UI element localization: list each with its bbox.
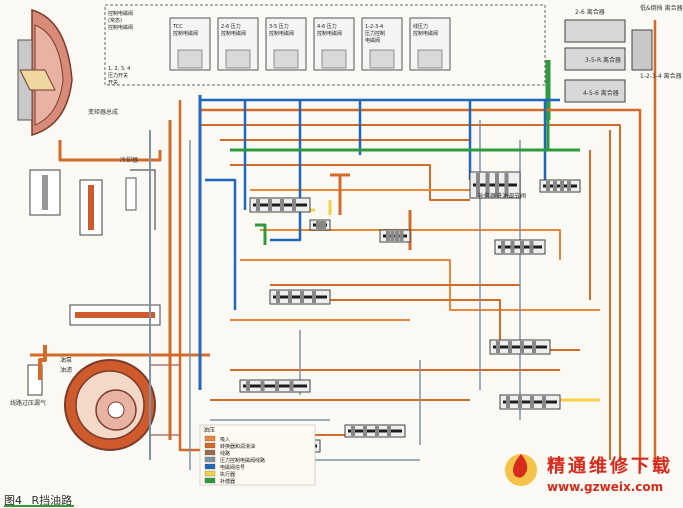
valve-body [489, 339, 551, 355]
legend-item: 线路 [204, 449, 230, 457]
valve-body [494, 239, 546, 255]
watermark: 精通维修下载 www.gzweix.com [505, 452, 673, 494]
valve-body [344, 424, 406, 438]
box-header-label: 开关 [108, 79, 118, 86]
legend-item-label: 电磁阀信号 [220, 464, 245, 471]
legend-item-label: 执行器 [220, 471, 235, 478]
label-clutch-456: 4-5-6 离合器 [583, 89, 619, 97]
converter-line [178, 100, 200, 452]
label-clutch-26: 2-6 离合器 [575, 8, 605, 16]
solenoid-label: 控制电磁阀 [413, 30, 438, 37]
cooler [125, 169, 156, 230]
box-header-label: (常态) [108, 17, 122, 24]
box-header-label: 控制电磁阀 [108, 10, 133, 17]
solenoid-label: 2-6 压力 [221, 23, 241, 30]
solenoid-label: 4-6 压力 [317, 23, 337, 30]
converter-line [38, 345, 47, 380]
feed-line [255, 223, 267, 245]
legend-item: 补偿器 [204, 477, 235, 485]
figure-title: R挡油路 [31, 494, 73, 507]
label-filter: 油滤 [60, 366, 72, 374]
valve-body [309, 219, 331, 231]
solenoid-label: 控制电磁阀 [221, 30, 246, 37]
caption-underline [4, 505, 74, 507]
legend-item-label: 补偿器 [220, 478, 235, 485]
solenoid-3: 3-5 压力控制电磁阀 [265, 17, 307, 71]
control-line [205, 178, 237, 310]
converter-line [200, 124, 621, 460]
label-line-pressure: 线路过压漏气 [10, 399, 46, 407]
valve-body [539, 179, 581, 193]
legend-item-label: 线路 [220, 450, 230, 457]
solenoid-label: 3-5 压力 [269, 23, 289, 30]
legend-item-label: 转换器和润滑油 [220, 443, 255, 450]
watermark-title: 精通维修下载 [547, 456, 673, 477]
control-line [270, 100, 302, 242]
valve-body [269, 289, 331, 305]
label-cooler: 冷却器 [120, 156, 138, 164]
valve-body [499, 394, 561, 410]
label-valve-body: 补偿器进油调节阀 [478, 192, 526, 200]
converter-line [230, 164, 470, 201]
flame-logo-icon [505, 454, 537, 486]
solenoid-label: 1-2-3-4 [365, 24, 383, 30]
solenoid-2: 2-6 压力控制电磁阀 [217, 17, 259, 71]
valve-body [239, 379, 311, 393]
box-header-label: 控制电磁阀 [108, 24, 133, 31]
solenoid-label: TCC [172, 24, 183, 30]
clutch-assembly [545, 19, 653, 120]
valve-body [469, 171, 521, 199]
left-valve-column [27, 169, 161, 396]
legend-item: 压力控制电磁阀线路 [204, 456, 265, 464]
label-clutch-35: 3-5-R 离合器 [585, 56, 621, 64]
oil-pump [64, 359, 181, 451]
figure-number: 图4 [4, 494, 22, 507]
label-torque-converter: 变矩器总成 [88, 108, 118, 116]
legend-item: 吸入 [204, 435, 230, 443]
valve-body [379, 229, 411, 243]
solenoid-label: 控制电磁阀 [173, 30, 198, 37]
legend-item-label: 压力控制电磁阀线路 [220, 457, 265, 464]
box-header-label: 压力开关 [108, 72, 128, 79]
solenoid-label: 电磁阀 [365, 37, 380, 44]
label-pump: 油泵 [60, 356, 72, 364]
legend-title: 油压 [203, 426, 215, 434]
legend-item: 电磁阀信号 [204, 463, 245, 471]
watermark-url: www.gzweix.com [547, 480, 664, 494]
solenoid-label: 控制电磁阀 [317, 30, 342, 37]
valve-body [249, 197, 311, 213]
converter-line [200, 108, 642, 470]
solenoid-label: 线压力 [413, 23, 428, 30]
supply-line [260, 229, 561, 260]
label-clutch-lr: 低&倒挡 离合器 [640, 4, 683, 12]
solenoid-4: 4-6 压力控制电磁阀 [313, 17, 355, 71]
legend-item: 转换器和润滑油 [204, 442, 255, 450]
label-clutch-1234: 1-2-3-4 离合器 [640, 72, 682, 80]
legend-item: 执行器 [204, 470, 235, 478]
legend-item-label: 吸入 [220, 437, 230, 443]
figure-caption: 图4 R挡油路 [4, 492, 72, 508]
torque-converter [17, 9, 73, 136]
solenoid-label: 控制电磁阀 [269, 30, 294, 37]
box-header-label: 1, 2, 3, 4 [108, 66, 130, 72]
solenoid-label: 压力控制 [365, 30, 385, 37]
converter-line [58, 140, 162, 162]
